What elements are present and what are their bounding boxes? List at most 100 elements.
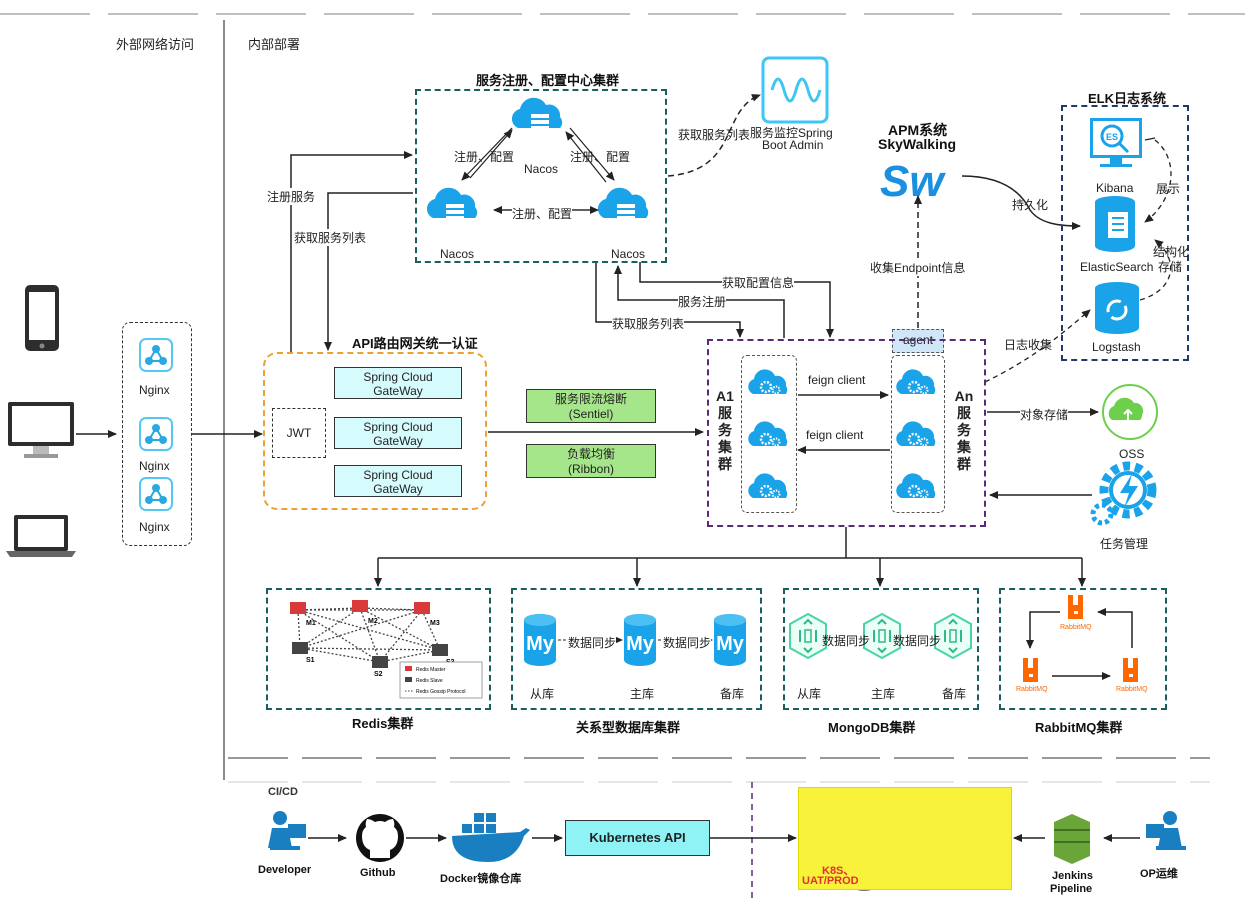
mongo-replica-label: 从库 xyxy=(797,687,822,701)
apm-subtitle: SkyWalking xyxy=(878,136,957,152)
service-fetch-label: 获取服务列表 xyxy=(612,315,685,332)
get-config-label: 获取配置信息 xyxy=(722,274,795,291)
svg-text:S2: S2 xyxy=(374,671,383,678)
zone-external-label: 外部网络访问 xyxy=(116,37,195,52)
logstash-icon xyxy=(1095,282,1139,334)
svg-text:Redis Slave: Redis Slave xyxy=(416,678,443,684)
jenkins-label-2: Pipeline xyxy=(1050,883,1093,895)
redis-cluster xyxy=(266,588,491,710)
fetch-service-list-label: 获取服务列表 xyxy=(294,229,367,246)
k8s-env-label-2: UAT/PROD xyxy=(802,875,859,887)
jenkins-label-1: Jenkins xyxy=(1052,870,1093,882)
services-cluster xyxy=(707,339,986,527)
mysql-backup-label: 备库 xyxy=(720,687,745,701)
feign-client-label: feign client xyxy=(806,428,864,442)
registry-title: 服务注册、配置中心集群 xyxy=(476,73,620,88)
collect-endpoint-label: 收集Endpoint信息 xyxy=(870,259,966,276)
monitor-label-2: Boot Admin xyxy=(762,138,824,152)
svg-text:M2: M2 xyxy=(368,618,378,625)
nginx-group xyxy=(122,322,192,546)
task-management-gear-icon xyxy=(1090,461,1157,526)
redis-cluster-graph: M1 M2 M3 S1 S2 S3 Redis Master Redis Sla… xyxy=(290,600,483,699)
mysql-replica-label: 从库 xyxy=(530,687,555,701)
rabbitmq-logo-text: RabbitMQ xyxy=(1060,624,1092,631)
zone-internal-label: 内部部署 xyxy=(248,37,301,52)
mongo-backup-label: 备库 xyxy=(942,687,967,701)
kibana-label: Kibana xyxy=(1096,181,1134,195)
data-sync-label: 数据同步 xyxy=(822,634,871,648)
kibana-icon: ES xyxy=(1090,118,1142,167)
svg-text:M3: M3 xyxy=(430,620,440,627)
task-management-label: 任务管理 xyxy=(1100,537,1149,551)
developer-icon xyxy=(268,811,306,850)
register-service-label: 注册服务 xyxy=(267,188,316,205)
oss-icon xyxy=(1102,384,1158,440)
mysql-master-label: 主库 xyxy=(630,687,655,701)
rabbitmq-title: RabbitMQ集群 xyxy=(1035,720,1123,735)
phone-icon xyxy=(25,285,59,351)
data-sync-label: 数据同步 xyxy=(663,634,712,651)
github-icon xyxy=(356,814,404,862)
skywalking-logo: Sw xyxy=(880,157,946,206)
a1-service-group xyxy=(741,355,797,513)
edge-label: 注册、配置 xyxy=(454,150,515,164)
mysql-cluster xyxy=(511,588,762,710)
apm-title: APM系统 xyxy=(888,122,948,138)
docker-icon xyxy=(452,813,530,862)
rabbitmq-logo-text: RabbitMQ xyxy=(1116,686,1148,693)
registry-cluster xyxy=(415,89,667,263)
svg-text:Redis Master: Redis Master xyxy=(416,667,446,673)
spring-boot-admin-icon xyxy=(761,56,829,124)
data-sync-label: 数据同步 xyxy=(893,634,942,648)
persist-label: 持久化 xyxy=(1012,198,1049,212)
elk-system xyxy=(1061,105,1189,361)
mongo-master-label: 主库 xyxy=(871,687,896,701)
feign-client-label: feign client xyxy=(808,373,866,387)
logstash-label: Logstash xyxy=(1092,340,1141,354)
edge-label: 注册、配置 xyxy=(570,150,631,164)
svg-text:Redis Gossip Protocol: Redis Gossip Protocol xyxy=(416,689,465,695)
object-storage-label: 对象存储 xyxy=(1020,406,1069,423)
oss-label: OSS xyxy=(1119,447,1145,461)
load-balancer: 负载均衡(Ribbon) xyxy=(526,444,656,478)
store-label: 存储 xyxy=(1158,260,1183,274)
elasticsearch-label: ElasticSearch xyxy=(1080,260,1154,274)
structure-label: 结构化 xyxy=(1153,245,1190,259)
developer-label: Developer xyxy=(258,864,312,876)
gateway-title: API路由网关统一认证 xyxy=(352,336,478,351)
docker-registry-label: Docker镜像仓库 xyxy=(440,873,522,885)
an-service-group xyxy=(891,355,945,513)
edge-label: 注册、配置 xyxy=(512,205,573,222)
desktop-icon xyxy=(8,402,74,458)
nacos-label: Nacos xyxy=(524,162,559,176)
monitor-fetch-label: 获取服务列表 xyxy=(678,128,751,142)
nacos-label: Nacos xyxy=(611,247,646,261)
jenkins-pipeline-icon xyxy=(1054,814,1090,864)
gateway-cluster xyxy=(263,352,487,510)
service-register-label: 服务注册 xyxy=(678,293,727,310)
svg-text:S1: S1 xyxy=(306,657,315,664)
cicd-title: CI/CD xyxy=(268,786,298,798)
rate-limit-circuit-breaker: 服务限流熔断(Sentiel) xyxy=(526,389,656,423)
mongodb-cluster xyxy=(783,588,979,710)
rabbitmq-cluster xyxy=(999,588,1167,710)
show-label: 展示 xyxy=(1156,182,1181,196)
svg-text:M1: M1 xyxy=(306,620,316,627)
laptop-icon xyxy=(6,515,76,557)
nginx-label: Nginx xyxy=(139,520,170,534)
k8s-env-label-1: K8S、 xyxy=(822,865,855,877)
log-collect-label: 日志收集 xyxy=(1004,338,1053,352)
data-sync-label: 数据同步 xyxy=(568,634,617,651)
elk-title: ELK日志系统 xyxy=(1088,91,1167,106)
kubernetes-api-box: Kubernetes API xyxy=(565,820,710,856)
monitor-label-1: 服务监控Spring xyxy=(750,126,833,140)
mysql-title: 关系型数据库集群 xyxy=(576,720,681,735)
github-label: Github xyxy=(360,867,396,879)
ops-label: OP运维 xyxy=(1140,868,1178,880)
